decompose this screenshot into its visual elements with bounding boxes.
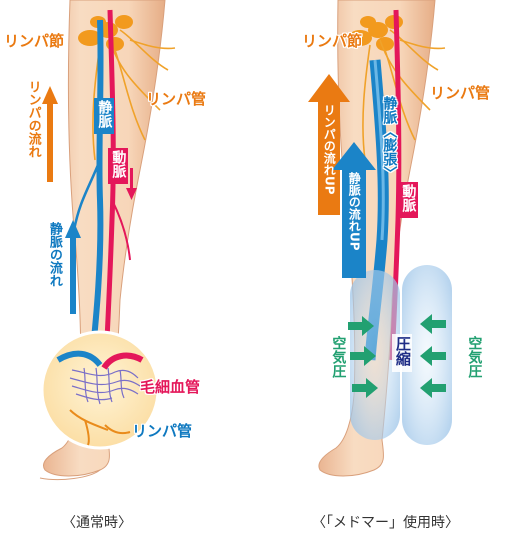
left-artery-label: 動脈 bbox=[108, 148, 128, 184]
right-lymph-node-label: リンパ節 bbox=[302, 34, 362, 49]
right-lymph-flow-label: リンパの流れUP bbox=[319, 104, 339, 197]
air-pressure-right-label: 空気圧 bbox=[466, 336, 482, 382]
right-vein-label: 静脈〈膨張〉 bbox=[380, 96, 398, 184]
left-lymph-vessel-label: リンパ管 bbox=[146, 92, 206, 107]
right-lymph-vessel-label: リンパ管 bbox=[430, 86, 490, 101]
left-vein-flow-label: 静脈の流れ bbox=[46, 222, 62, 291]
right-caption: 〈「メドマー」使用時〉 bbox=[312, 512, 459, 532]
left-lymph-flow-arrow bbox=[42, 86, 58, 182]
left-lymph-node-label: リンパ節 bbox=[4, 34, 64, 49]
left-caption: 〈通常時〉 bbox=[62, 512, 132, 532]
right-vein-flow-label: 静脈の流れUP bbox=[344, 172, 364, 253]
left-lymph-vessel-bottom-label: リンパ管 bbox=[132, 424, 192, 439]
left-vein-label: 静脈 bbox=[94, 98, 114, 134]
right-artery-label: 動脈 bbox=[398, 182, 418, 218]
pressure-arrows-right bbox=[420, 314, 446, 398]
air-pressure-left-label: 空気圧 bbox=[330, 336, 346, 382]
compression-label: 圧縮 bbox=[392, 334, 412, 372]
capillary-label: 毛細血管 bbox=[140, 380, 200, 395]
left-lymph-flow-label: リンパの流れ bbox=[26, 80, 42, 158]
